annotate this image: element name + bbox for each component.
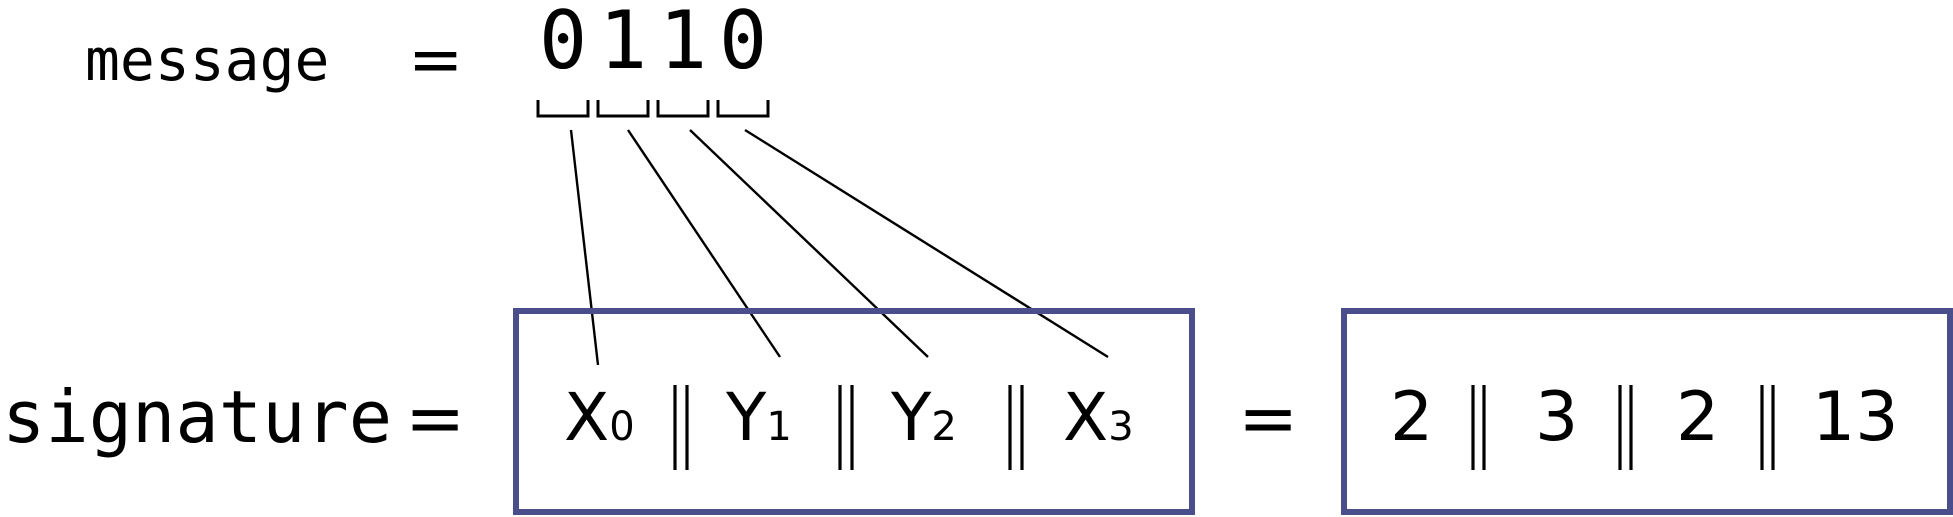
signature-part-1-subscript: 1 xyxy=(766,404,791,450)
message-bit-3: 0 xyxy=(719,0,767,87)
signature-label: signature xyxy=(2,375,392,459)
signature-part-0: X0 xyxy=(564,379,635,456)
signature-value-3: 13 xyxy=(1812,378,1899,457)
signature-equals-sign: = xyxy=(405,376,465,460)
bit-1-bracket xyxy=(596,100,650,118)
message-bit-0: 0 xyxy=(539,0,587,87)
signature-value-2: 2 xyxy=(1676,378,1719,457)
bit-2-bracket xyxy=(656,100,710,118)
signature-value-box xyxy=(1341,308,1953,515)
result-equals-sign: = xyxy=(1238,376,1298,460)
signature-part-0-base: X xyxy=(564,379,609,456)
connector-line-3 xyxy=(744,128,1109,359)
message-label: message xyxy=(85,26,329,94)
signature-part-2-subscript: 2 xyxy=(931,404,956,450)
signature-part-1: Y1 xyxy=(725,379,792,456)
concat-separator xyxy=(1008,385,1024,470)
connector-line-1 xyxy=(627,129,781,358)
signature-part-3-subscript: 3 xyxy=(1108,404,1133,450)
signature-value-1: 3 xyxy=(1535,378,1578,457)
message-bit-1: 1 xyxy=(599,0,647,87)
signature-part-3-base: X xyxy=(1063,379,1108,456)
message-equals-sign: = xyxy=(408,21,463,98)
signature-part-1-base: Y xyxy=(725,379,767,456)
connector-line-2 xyxy=(689,129,929,358)
signature-part-2: Y2 xyxy=(890,379,957,456)
message-bit-2: 1 xyxy=(659,0,707,87)
bit-3-bracket xyxy=(716,100,770,118)
signature-part-3: X3 xyxy=(1063,379,1134,456)
connector-line-0 xyxy=(569,129,600,366)
concat-separator xyxy=(1471,385,1486,470)
concat-separator xyxy=(673,385,689,470)
concat-separator xyxy=(1618,385,1633,470)
signature-part-2-base: Y xyxy=(890,379,932,456)
signature-part-0-subscript: 0 xyxy=(609,404,634,450)
signature-value-0: 2 xyxy=(1390,378,1433,457)
concat-separator xyxy=(1760,385,1775,470)
signature-symbolic-box xyxy=(513,308,1195,515)
bit-0-bracket xyxy=(536,100,590,118)
concat-separator xyxy=(838,385,854,470)
